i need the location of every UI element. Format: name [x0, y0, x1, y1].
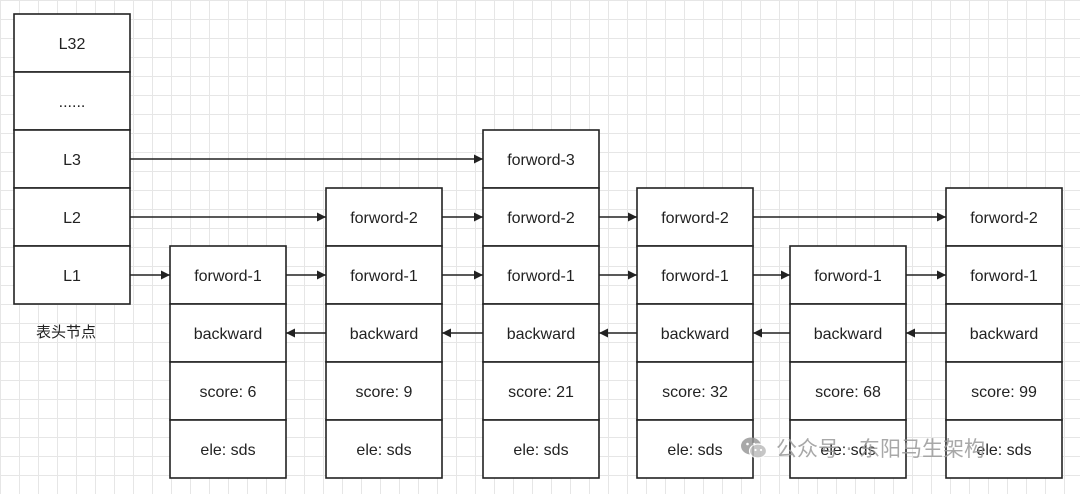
- score-cell-label: score: 68: [815, 384, 881, 401]
- score-cell: score: 32: [636, 361, 754, 421]
- ele-cell-label: ele: sds: [200, 442, 255, 459]
- ele-cell: ele: sds: [945, 419, 1063, 479]
- watermark-text: 公众号 · 东阳马生架构: [776, 437, 986, 461]
- header-level-4: L1: [13, 245, 131, 305]
- header-level-0: L32: [13, 13, 131, 73]
- forward-cell-label: forword-1: [350, 268, 418, 285]
- header-level-label: ......: [59, 94, 86, 111]
- forward-cell-label: forword-1: [970, 268, 1038, 285]
- ele-cell: ele: sds: [636, 419, 754, 479]
- header-level-label: L1: [63, 268, 81, 285]
- score-cell-label: score: 21: [508, 384, 574, 401]
- forward-cell-label: forword-2: [350, 210, 418, 227]
- header-level-label: L3: [63, 152, 81, 169]
- forward-cell: forword-1: [789, 245, 907, 305]
- forward-cell-label: forword-1: [814, 268, 882, 285]
- backward-cell: backward: [169, 303, 287, 363]
- forward-cell-label: forword-2: [661, 210, 729, 227]
- backward-cell-label: backward: [970, 326, 1038, 343]
- forward-cell: forword-1: [482, 245, 600, 305]
- score-cell: score: 99: [945, 361, 1063, 421]
- ele-cell-label: ele: sds: [356, 442, 411, 459]
- forward-cell-label: forword-1: [507, 268, 575, 285]
- header-level-1: ......: [13, 71, 131, 131]
- backward-cell: backward: [636, 303, 754, 363]
- score-cell: score: 21: [482, 361, 600, 421]
- forward-cell-label: forword-2: [507, 210, 575, 227]
- backward-cell: backward: [789, 303, 907, 363]
- forward-cell: forword-1: [169, 245, 287, 305]
- ele-cell-label: ele: sds: [976, 442, 1031, 459]
- ele-cell: ele: sds: [169, 419, 287, 479]
- forward-cell: forword-2: [945, 187, 1063, 247]
- score-cell: score: 68: [789, 361, 907, 421]
- backward-cell-label: backward: [814, 326, 882, 343]
- header-level-2: L3: [13, 129, 131, 189]
- forward-cell: forword-2: [482, 187, 600, 247]
- forward-cell-label: forword-1: [661, 268, 729, 285]
- backward-cell: backward: [325, 303, 443, 363]
- forward-cell: forword-3: [482, 129, 600, 189]
- ele-cell-label: ele: sds: [667, 442, 722, 459]
- score-cell: score: 9: [325, 361, 443, 421]
- backward-cell-label: backward: [350, 326, 418, 343]
- wechat-icon: [741, 437, 768, 459]
- forward-cell-label: forword-3: [507, 152, 575, 169]
- score-cell-label: score: 99: [971, 384, 1037, 401]
- score-cell-label: score: 32: [662, 384, 728, 401]
- score-cell-label: score: 6: [200, 384, 257, 401]
- forward-cell: forword-2: [325, 187, 443, 247]
- ele-cell-label: ele: sds: [820, 442, 875, 459]
- backward-cell: backward: [945, 303, 1063, 363]
- forward-cell: forword-1: [636, 245, 754, 305]
- forward-cell: forword-2: [636, 187, 754, 247]
- forward-cell-label: forword-2: [970, 210, 1038, 227]
- watermark: 公众号 · 东阳马生架构: [740, 432, 985, 464]
- skiplist-node: forword-2 forword-1 backward score: 9 ele: s…: [325, 187, 443, 479]
- score-cell: score: 6: [169, 361, 287, 421]
- forward-cell: forword-1: [945, 245, 1063, 305]
- backward-cell-label: backward: [507, 326, 575, 343]
- skiplist-node: forword-1 backward score: 68 ele: sds: [789, 245, 907, 479]
- skiplist-node: forword-3 forword-2 forword-1 backward score…: [482, 129, 600, 479]
- header-level-label: L32: [59, 36, 86, 53]
- backward-cell-label: backward: [194, 326, 262, 343]
- ele-cell: ele: sds: [325, 419, 443, 479]
- header-level-label: L2: [63, 210, 81, 227]
- forward-cell-label: forword-1: [194, 268, 262, 285]
- skiplist-node: forword-1 backward score: 6 ele: sds: [169, 245, 287, 479]
- forward-cell: forword-1: [325, 245, 443, 305]
- ele-cell: ele: sds: [789, 419, 907, 479]
- backward-cell: backward: [482, 303, 600, 363]
- backward-cell-label: backward: [661, 326, 729, 343]
- skiplist-node: forword-2 forword-1 backward score: 99 ele: …: [945, 187, 1063, 479]
- ele-cell-label: ele: sds: [513, 442, 568, 459]
- header-caption: 表头节点: [36, 323, 97, 341]
- skiplist-node: forword-2 forword-1 backward score: 32 ele: …: [636, 187, 754, 479]
- ele-cell: ele: sds: [482, 419, 600, 479]
- header-level-3: L2: [13, 187, 131, 247]
- score-cell-label: score: 9: [356, 384, 413, 401]
